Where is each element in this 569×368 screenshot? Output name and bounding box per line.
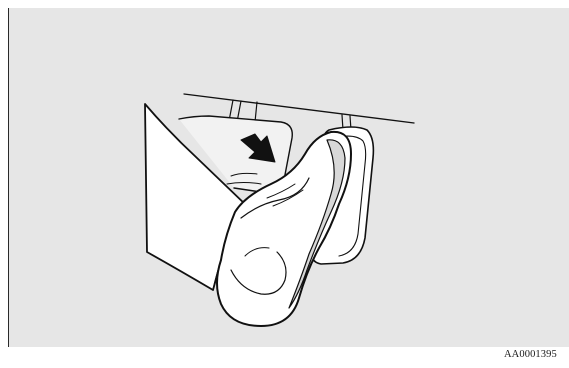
illustration-panel [8,8,569,347]
figure-id-label: AA0001395 [504,349,557,360]
pedal-illustration [9,8,569,347]
